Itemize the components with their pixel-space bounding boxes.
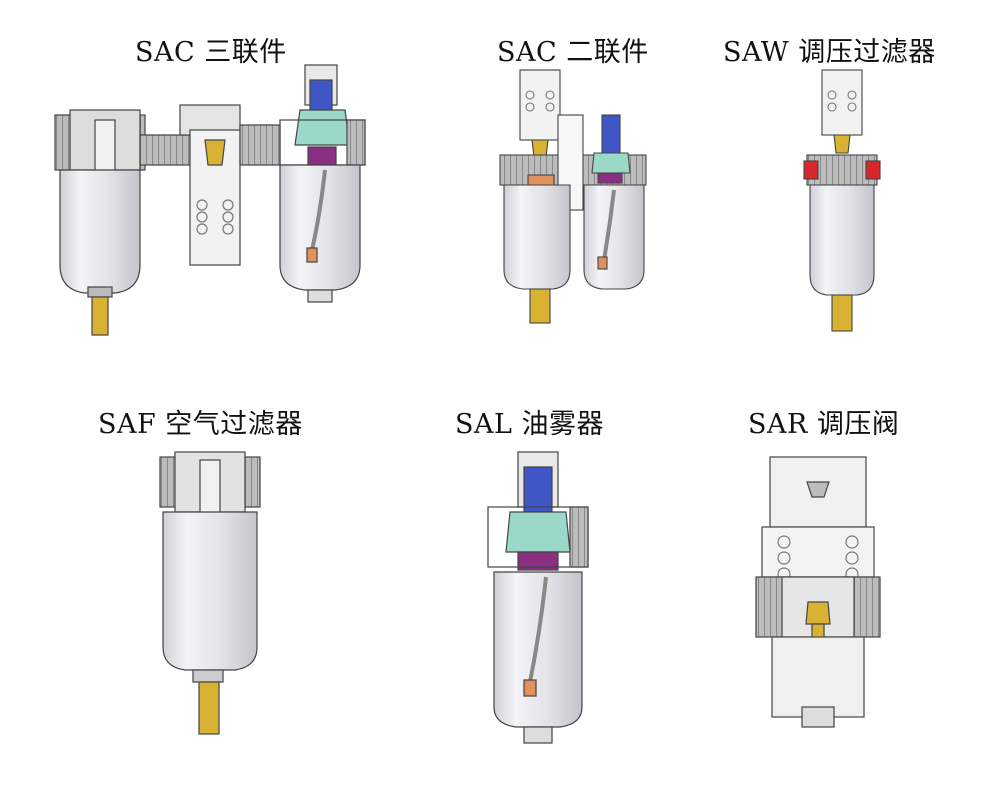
orange-sight bbox=[523, 679, 537, 697]
title-sac-three-piece: SAC 三联件 bbox=[135, 37, 287, 68]
filter-bowl bbox=[59, 169, 141, 294]
brass-drain bbox=[529, 288, 551, 324]
orange-sight bbox=[306, 247, 318, 263]
red-port-left bbox=[803, 160, 819, 180]
sac-three-piece-diagram bbox=[50, 64, 370, 345]
sac-two-piece-diagram bbox=[498, 65, 648, 325]
filter-bowl bbox=[503, 184, 571, 290]
sal-lubricator-diagram bbox=[487, 451, 589, 747]
title-sal-lubricator: SAL 油雾器 bbox=[455, 409, 605, 440]
magenta-seal bbox=[307, 146, 337, 166]
blue-knob bbox=[309, 79, 333, 111]
brass-valve bbox=[833, 134, 851, 154]
lubricator-bowl bbox=[279, 164, 361, 291]
brass-drain bbox=[91, 296, 109, 336]
saf-air-filter-diagram bbox=[155, 451, 265, 737]
magenta-seal bbox=[597, 172, 623, 184]
brass-valve bbox=[204, 139, 226, 166]
brass-drain bbox=[831, 294, 853, 332]
filter-bowl bbox=[809, 184, 875, 296]
brass-valve bbox=[805, 601, 831, 625]
sar-regulator-diagram bbox=[752, 452, 884, 732]
title-sar-regulator: SAR 调压阀 bbox=[748, 409, 900, 440]
saw-regulator-filter-diagram bbox=[802, 65, 882, 335]
brass-drain bbox=[198, 681, 220, 735]
teal-insert bbox=[505, 511, 571, 553]
magenta-seal bbox=[517, 551, 559, 571]
brass-valve bbox=[531, 139, 549, 158]
title-saw-regulator-filter: SAW 调压过滤器 bbox=[723, 37, 936, 68]
title-saf-air-filter: SAF 空气过滤器 bbox=[98, 409, 303, 440]
filter-bowl bbox=[162, 511, 258, 671]
red-port-right bbox=[865, 160, 881, 180]
blue-knob bbox=[601, 114, 621, 156]
teal-insert bbox=[294, 109, 351, 146]
teal-insert bbox=[591, 152, 631, 174]
title-sac-two-piece: SAC 二联件 bbox=[497, 37, 649, 68]
blue-knob bbox=[523, 466, 553, 513]
